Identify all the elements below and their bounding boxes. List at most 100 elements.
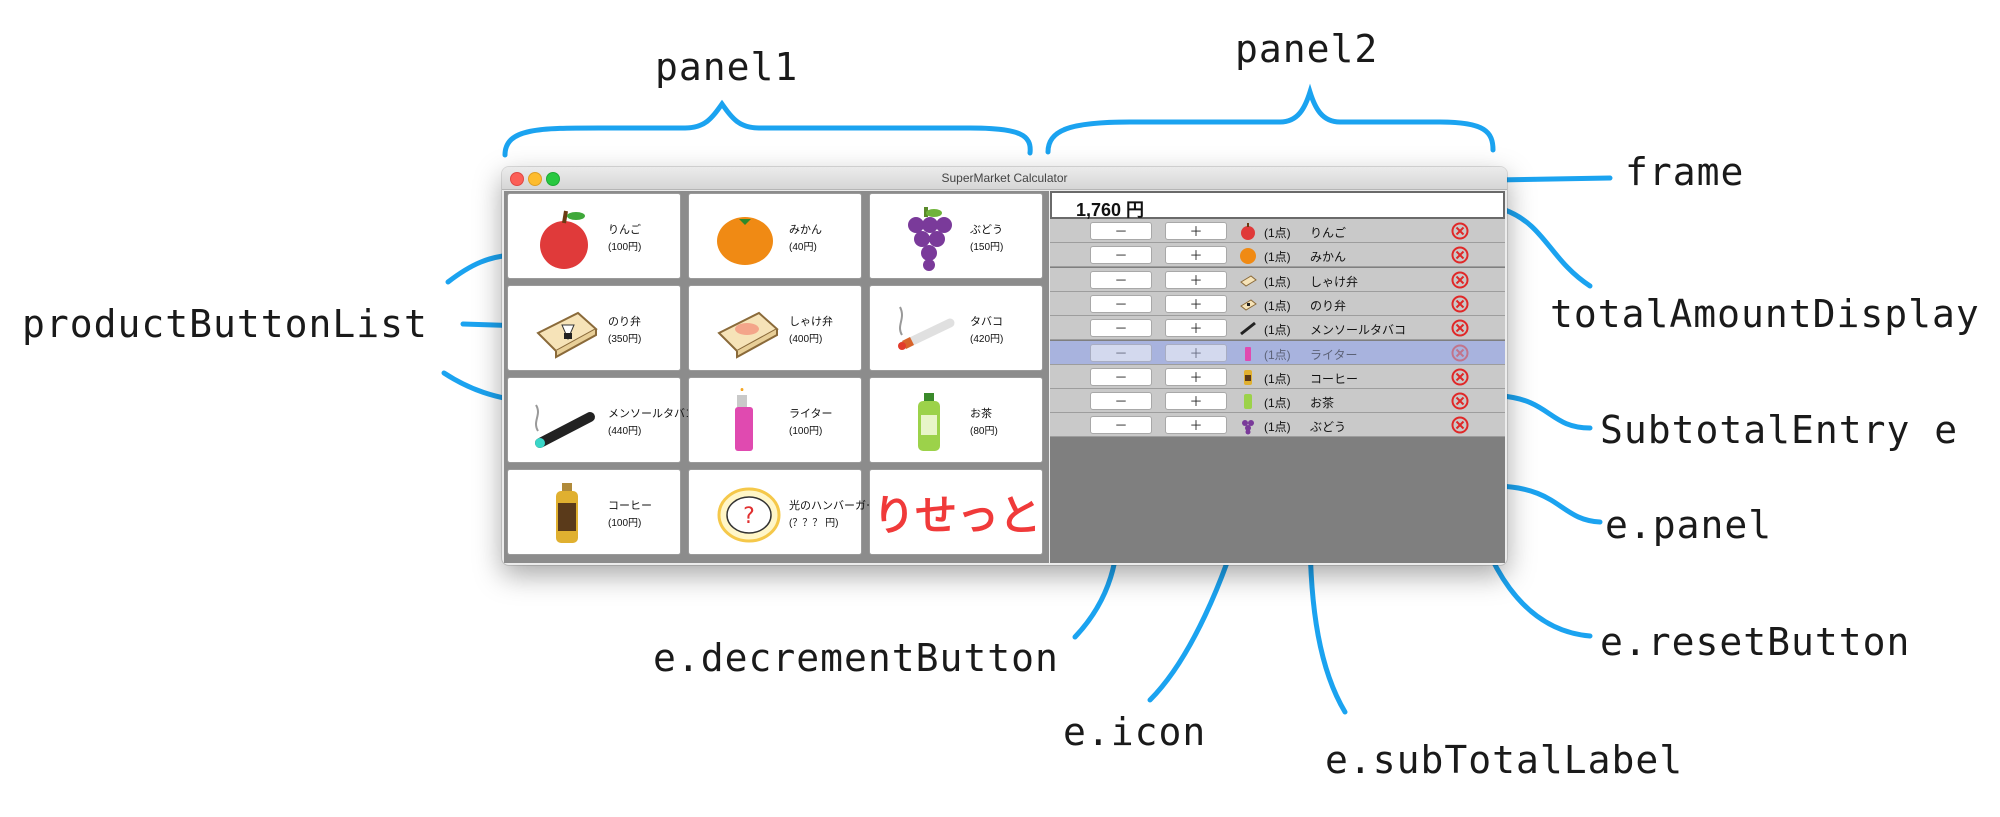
decrement-button[interactable]: － <box>1090 294 1152 313</box>
increment-button[interactable]: ＋ <box>1165 294 1227 313</box>
reset-all-button[interactable]: りせっと <box>869 469 1043 555</box>
product-button-coffee[interactable]: コーヒー (100円) <box>507 469 681 555</box>
product-name: りんご <box>608 224 641 236</box>
e-subtotal-label-label: e.subTotalLabel <box>1325 738 1684 782</box>
cigarette-icon <box>898 306 955 350</box>
increment-button[interactable]: ＋ <box>1165 246 1227 265</box>
subtotal-name: りんご <box>1310 226 1347 240</box>
panel1-label: panel1 <box>655 45 799 89</box>
tea-bottle-icon <box>918 393 940 451</box>
e-panel-line <box>1495 483 1603 525</box>
product-button-tea[interactable]: お茶 (80円) <box>869 377 1043 463</box>
subtotal-name: メンソールタバコ <box>1310 323 1407 338</box>
reset-entry-button[interactable] <box>1450 294 1470 314</box>
product-price: (150円) <box>970 242 1004 253</box>
subtotal-count: (1点) <box>1264 396 1291 411</box>
decrement-button[interactable]: － <box>1090 343 1152 362</box>
product-price: (420円) <box>970 334 1004 345</box>
close-window-button[interactable] <box>510 172 524 186</box>
subtotal-count: (1点) <box>1264 298 1291 313</box>
maximize-window-button[interactable] <box>546 172 560 186</box>
subtotal-entry-label: SubtotalEntry e <box>1600 408 1959 452</box>
title-bar[interactable]: SuperMarket Calculator <box>502 167 1507 190</box>
product-price: (？？？ 円) <box>789 518 839 529</box>
product-name: 光のハンバーガー <box>789 500 877 512</box>
increment-button[interactable]: ＋ <box>1165 416 1227 435</box>
decrement-button[interactable]: － <box>1090 367 1152 386</box>
apple-icon <box>540 210 588 269</box>
total-amount-text: 1,760 円 <box>1076 200 1145 220</box>
product-price: (100円) <box>608 242 642 253</box>
orange-icon <box>717 217 773 265</box>
decrement-button[interactable]: － <box>1090 270 1152 289</box>
app-window: SuperMarket Calculator りんご (100円) みかん (4… <box>502 167 1507 565</box>
e-decrement-button-label: e.decrementButton <box>653 636 1059 680</box>
decrement-button[interactable]: － <box>1090 246 1152 265</box>
orange-icon <box>1240 248 1256 265</box>
panel1-brace <box>502 99 1033 158</box>
increment-button[interactable]: ＋ <box>1165 319 1227 338</box>
decrement-button[interactable]: － <box>1090 416 1152 435</box>
product-button-list-label: productButtonList <box>22 302 428 346</box>
reset-entry-button[interactable] <box>1450 318 1470 338</box>
lighter-icon <box>1245 346 1251 361</box>
reset-entry-button[interactable] <box>1450 391 1470 411</box>
e-icon-label: e.icon <box>1063 710 1207 754</box>
product-panel: りんご (100円) みかん (40円) ぶどう (150円) のり弁 (350 <box>504 191 1049 563</box>
reset-entry-button[interactable] <box>1450 221 1470 241</box>
menthol-cigarette-icon <box>1240 322 1256 336</box>
product-name: しゃけ弁 <box>789 316 833 328</box>
increment-button[interactable]: ＋ <box>1165 367 1227 386</box>
decrement-button[interactable]: － <box>1090 222 1152 240</box>
reset-entry-button[interactable] <box>1450 415 1470 435</box>
apple-icon <box>1241 223 1255 240</box>
reset-entry-button[interactable] <box>1450 343 1470 363</box>
subtotal-name: みかん <box>1310 250 1347 265</box>
panel2-brace <box>1045 83 1496 155</box>
product-button-grape[interactable]: ぶどう (150円) <box>869 193 1043 279</box>
subtotal-name: ぶどう <box>1310 420 1347 435</box>
e-reset-button-label: e.resetButton <box>1600 620 1911 664</box>
subtotal-count: (1点) <box>1264 250 1291 265</box>
increment-button[interactable]: ＋ <box>1165 392 1227 411</box>
product-button-salmon-bento[interactable]: しゃけ弁 (400円) <box>688 285 862 371</box>
subtotal-entry-row: －＋(1点)しゃけ弁 <box>1050 267 1505 292</box>
salmon-bento-icon <box>717 311 779 359</box>
reset-entry-button[interactable] <box>1450 270 1470 290</box>
subtotal-count: (1点) <box>1264 226 1291 240</box>
increment-button[interactable]: ＋ <box>1165 270 1227 289</box>
subtotal-entry-row: －＋(1点)ライター <box>1050 340 1505 365</box>
product-button-mystery-burger[interactable]: ? 光のハンバーガー (？？？ 円) <box>688 469 877 555</box>
decrement-button[interactable]: － <box>1090 319 1152 338</box>
reset-label-graphic: りせっと <box>876 491 1038 540</box>
salmon-bento-icon <box>1240 274 1257 287</box>
subtotal-count: (1点) <box>1264 371 1291 386</box>
e-panel-label: e.panel <box>1605 503 1773 547</box>
subtotal-name: お茶 <box>1310 396 1335 411</box>
increment-button[interactable]: ＋ <box>1165 222 1227 240</box>
product-button-cigarette[interactable]: タバコ (420円) <box>869 285 1043 371</box>
nori-bento-icon <box>536 311 598 359</box>
coffee-bottle-icon <box>1244 369 1252 385</box>
reset-entry-button[interactable] <box>1450 245 1470 265</box>
frame-label: frame <box>1625 150 1745 194</box>
product-button-nori-bento[interactable]: のり弁 (350円) <box>507 285 681 371</box>
subtotal-count: (1点) <box>1264 274 1291 289</box>
product-button-orange[interactable]: みかん (40円) <box>688 193 862 279</box>
product-price: (400円) <box>789 334 823 345</box>
grape-icon <box>908 207 952 271</box>
reset-text: りせっと <box>876 491 1038 540</box>
minimize-window-button[interactable] <box>528 172 542 186</box>
product-button-apple[interactable]: りんご (100円) <box>507 193 681 279</box>
product-button-lighter[interactable]: ライター (100円) <box>688 377 862 463</box>
reset-entry-button[interactable] <box>1450 367 1470 387</box>
subtotal-entry-row: －＋(1点)コーヒー <box>1050 364 1505 389</box>
product-name: ぶどう <box>970 224 1003 236</box>
product-name: みかん <box>789 224 822 236</box>
increment-button[interactable]: ＋ <box>1165 343 1227 362</box>
coffee-bottle-icon <box>556 483 578 543</box>
product-button-menthol-cigarette[interactable]: メンソールタバコ (440円) <box>507 377 696 463</box>
grape-icon <box>1242 420 1254 435</box>
decrement-button[interactable]: － <box>1090 392 1152 411</box>
subtotal-entry-row: －＋(1点)メンソールタバコ <box>1050 316 1505 341</box>
